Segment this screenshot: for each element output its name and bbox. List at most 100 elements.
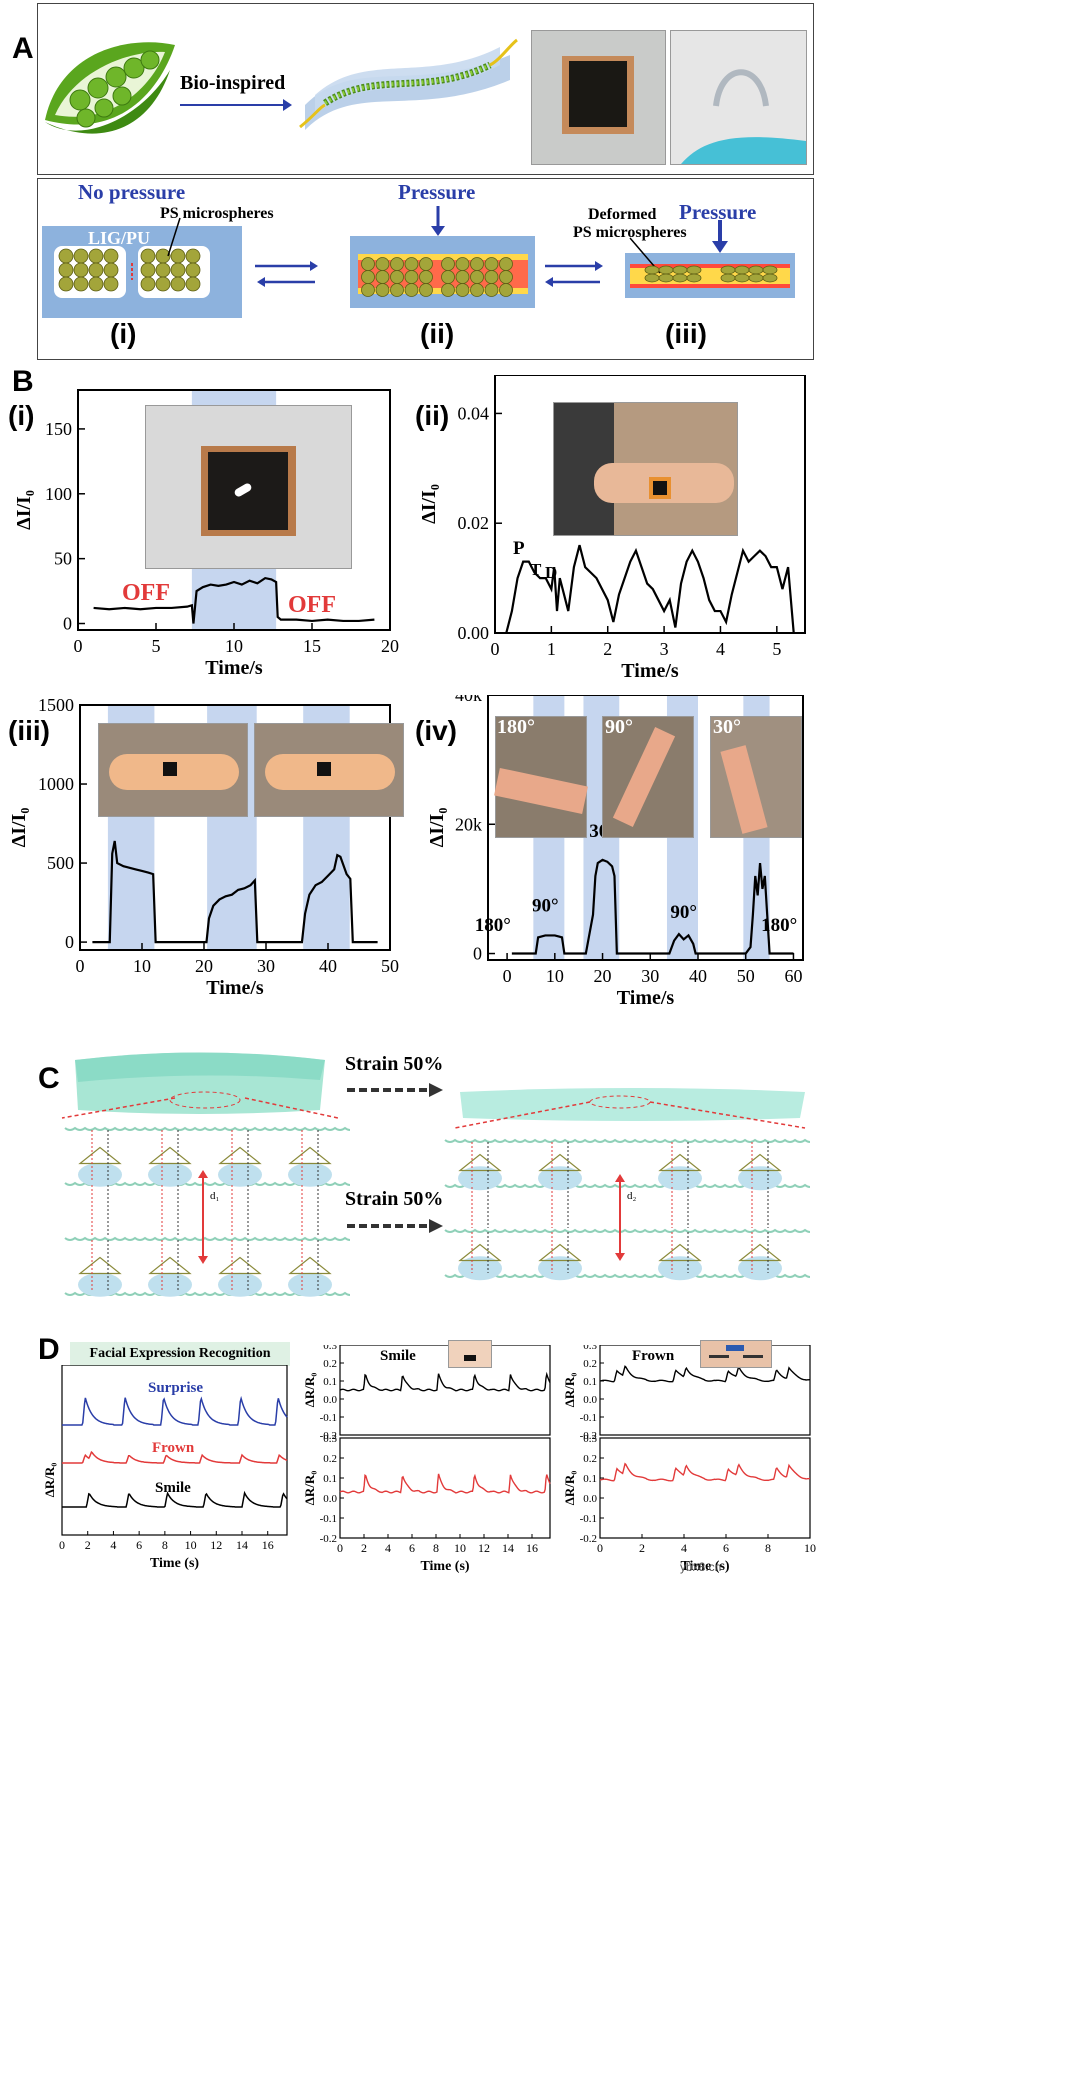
x-tick-label: 4 (385, 1541, 391, 1555)
y-tick-label: 0 (65, 932, 74, 952)
plot-frame (339, 1345, 551, 1436)
ps-microsphere (88, 248, 104, 264)
x-tick-label: 14 (502, 1541, 514, 1555)
ps-microsphere (484, 283, 499, 297)
strain-top-arrow (347, 1083, 443, 1097)
ps-microsphere (419, 283, 433, 297)
y-tick-label: 0.3 (323, 1433, 337, 1445)
ps-microsphere (419, 257, 433, 271)
ps-microsphere (88, 276, 104, 292)
plot-frame (487, 695, 804, 961)
d2-label: d₂ (627, 1190, 637, 1202)
plot-frame (79, 704, 391, 951)
y-tick-label: 0.3 (583, 1345, 597, 1352)
crystalline-domain (218, 1146, 262, 1165)
y-tick-label: -0.1 (320, 1412, 337, 1424)
data-series-line (511, 858, 794, 955)
plot-frame (339, 1437, 551, 1539)
y-axis-label: ΔR/R₀ (562, 1373, 577, 1408)
x-axis-label: Time (s) (420, 1559, 469, 1574)
plot-frame (494, 375, 806, 634)
data-series-line (62, 1450, 288, 1464)
angle-annotation: 180° (475, 915, 511, 936)
ps-microsphere (140, 248, 156, 264)
y-tick-label: 0.1 (323, 1473, 337, 1485)
y-tick-label: 500 (47, 853, 74, 873)
y-tick-label: 50 (54, 549, 72, 569)
pea-pod-illustration (45, 42, 175, 134)
polymer-chain (64, 1126, 350, 1131)
x-tick-label: 2 (361, 1541, 367, 1555)
crystalline-domain (288, 1146, 332, 1165)
b-i-off-right: OFF (288, 592, 336, 618)
data-series-line (505, 544, 795, 634)
y-tick-label: 0.2 (583, 1453, 597, 1465)
y-axis-label: ΔI/I₀ (13, 490, 35, 530)
polymer-chain (64, 1236, 350, 1241)
ps-microsphere (361, 283, 375, 297)
b-iv-inset-photo-180 (494, 716, 588, 838)
x-tick-label: 4 (716, 639, 725, 659)
ps-microsphere (58, 248, 74, 264)
x-axis-label: Time/s (206, 977, 264, 999)
ps-microsphere (58, 276, 74, 292)
hydrogen-bond-cluster (538, 1256, 582, 1281)
strain-top-label: Strain 50% (345, 1053, 444, 1075)
ps-microsphere (419, 270, 433, 284)
data-series-line (93, 576, 375, 624)
y-tick-label: -0.2 (580, 1430, 597, 1442)
y-tick-label: 1000 (38, 774, 74, 794)
x-tick-label: 14 (236, 1538, 248, 1552)
ps-microsphere (103, 276, 119, 292)
x-tick-label: 0 (491, 639, 500, 659)
ps-microsphere (361, 270, 375, 284)
ps-microsphere (170, 262, 186, 278)
hydrogen-bond-cluster (218, 1162, 262, 1187)
x-tick-label: 20 (195, 956, 213, 976)
pressure-label-iii: Pressure (679, 200, 757, 224)
x-tick-label: 3 (660, 639, 669, 659)
data-series-line (339, 1371, 551, 1392)
y-tick-label: 1500 (38, 695, 74, 715)
ps-microsphere (484, 257, 499, 271)
y-tick-label: 0.3 (583, 1433, 597, 1445)
crystalline-domain (458, 1243, 502, 1262)
x-tick-label: 20 (594, 966, 612, 986)
d2-arrowhead-bottom (615, 1253, 625, 1261)
x-tick-label: 15 (303, 636, 321, 656)
crystalline-domain (148, 1256, 192, 1275)
b-ii-t: T (530, 560, 542, 579)
y-tick-label: 0.1 (583, 1473, 597, 1485)
ps-microsphere (404, 270, 419, 284)
hydrogen-bond-cluster (458, 1256, 502, 1281)
bio-inspired-arrow (180, 99, 292, 111)
y-tick-label: 100 (45, 484, 72, 504)
x-tick-label: 0 (59, 1538, 65, 1552)
y-tick-label: 0.00 (458, 623, 490, 643)
hydrogen-bond-cluster (288, 1272, 332, 1297)
state-label-i: (i) (110, 318, 137, 349)
ps-microsphere (375, 270, 390, 284)
sensor-layer-illustration (299, 38, 518, 130)
x-axis-label: Time/s (621, 660, 679, 682)
pressure-label-ii: Pressure (398, 180, 476, 204)
y-tick-label: 0.1 (583, 1376, 597, 1388)
y-tick-label: 0.04 (458, 403, 490, 423)
b-i-inset-photo (145, 405, 352, 569)
crystalline-domain (538, 1243, 582, 1262)
x-tick-label: 12 (478, 1541, 490, 1555)
panel-a-label: A (12, 32, 34, 65)
x-tick-label: 0 (76, 956, 85, 976)
ps-microsphere (103, 248, 119, 264)
x-tick-label: 4 (681, 1541, 687, 1555)
ps-microsphere (361, 257, 375, 271)
ps-microsphere (404, 283, 419, 297)
crystalline-domain (218, 1256, 262, 1275)
ps-microsphere (455, 283, 470, 297)
ps-microsphere (155, 276, 171, 292)
angle-annotation: 90° (532, 896, 559, 917)
x-tick-label: 5 (152, 636, 161, 656)
ps-microsphere (455, 257, 470, 271)
ps-microsphere (390, 257, 404, 271)
